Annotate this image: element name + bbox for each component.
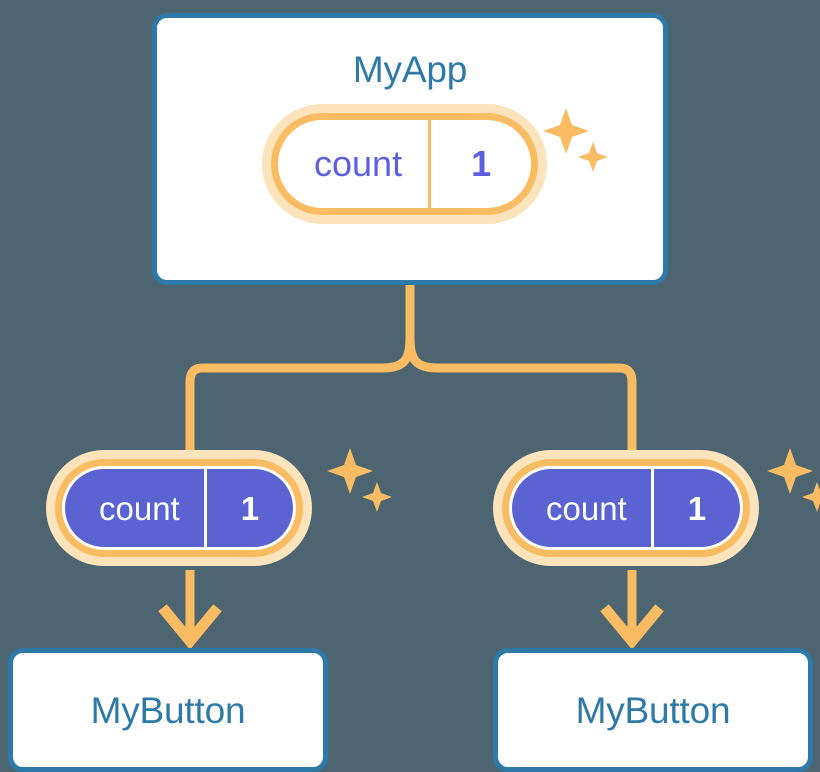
state-key: count: [314, 143, 403, 184]
state-pill-right[interactable]: count 1: [509, 466, 744, 550]
connector-branch-left: [185, 337, 415, 470]
state-value: 1: [203, 469, 293, 547]
sparkle-large-icon: [327, 448, 373, 494]
component-label-mybutton-right: MyButton: [575, 689, 731, 731]
sparkle-group-right: [767, 448, 820, 512]
state-key: count: [99, 489, 180, 527]
arrow-down-icon-left: [158, 604, 222, 650]
state-pill-body: count 1: [62, 466, 297, 550]
state-value: 1: [428, 120, 531, 208]
state-pill-left[interactable]: count 1: [62, 466, 297, 550]
sparkle-group-left: [327, 448, 392, 512]
component-card-mybutton-left[interactable]: MyButton: [8, 648, 328, 772]
component-label-mybutton-left: MyButton: [90, 689, 246, 731]
component-label-myapp: MyApp: [352, 49, 468, 90]
sparkle-small-icon: [362, 482, 392, 512]
state-pill-body: count 1: [509, 466, 744, 550]
sparkle-small-icon: [802, 482, 820, 512]
state-value: 1: [650, 469, 740, 547]
state-pill-body: count 1: [271, 113, 539, 215]
arrow-down-icon-right: [600, 604, 664, 650]
connector-branch-right: [405, 337, 637, 470]
state-pill-myapp[interactable]: count 1: [271, 113, 539, 215]
sparkle-large-icon: [767, 448, 813, 494]
state-key: count: [546, 489, 627, 527]
component-card-mybutton-right[interactable]: MyButton: [493, 648, 813, 772]
